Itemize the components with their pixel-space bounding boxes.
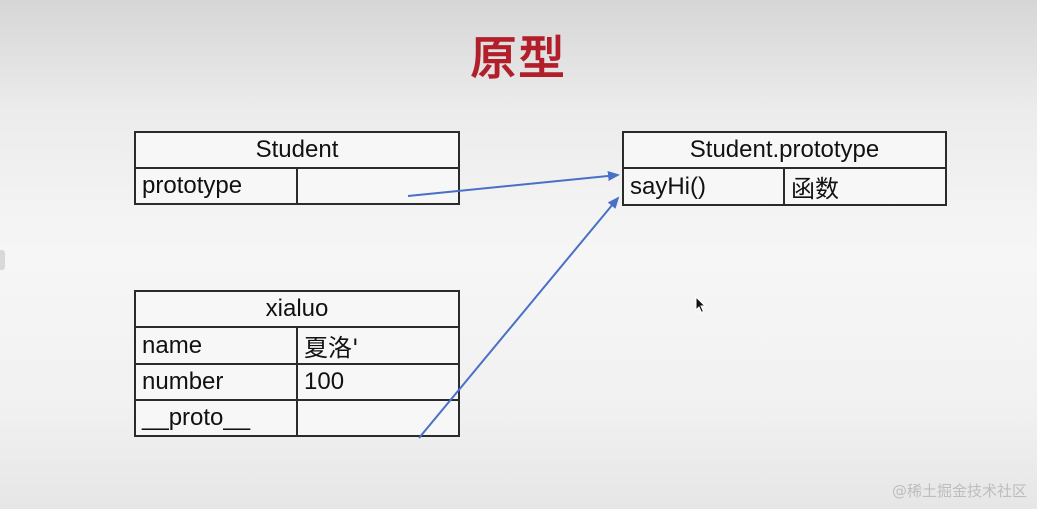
name-key: name [134,326,298,365]
sayhi-value: 函数 [783,167,947,206]
student-prototype-value [296,167,460,205]
sayhi-key: sayHi() [622,167,785,206]
student-box: Student prototype [134,131,460,205]
proto-key: __proto__ [134,399,298,437]
name-value: 夏洛' [296,326,460,365]
watermark: @稀土掘金技术社区 [891,482,1027,500]
proto-arrow [418,196,620,439]
xialuo-box: xialuo name 夏洛' number 100 __proto__ [134,290,460,437]
mouse-cursor-icon [695,296,707,314]
number-value: 100 [296,363,460,401]
prototype-arrow [407,171,620,197]
student-prototype-key: prototype [134,167,298,205]
xialuo-header: xialuo [134,290,460,328]
proto-value [296,399,460,437]
student-header: Student [134,131,460,169]
page-title: 原型 [470,31,567,85]
student-prototype-header: Student.prototype [622,131,947,169]
edge-tab [0,250,5,270]
number-key: number [134,363,298,401]
student-prototype-box: Student.prototype sayHi() 函数 [622,131,947,206]
